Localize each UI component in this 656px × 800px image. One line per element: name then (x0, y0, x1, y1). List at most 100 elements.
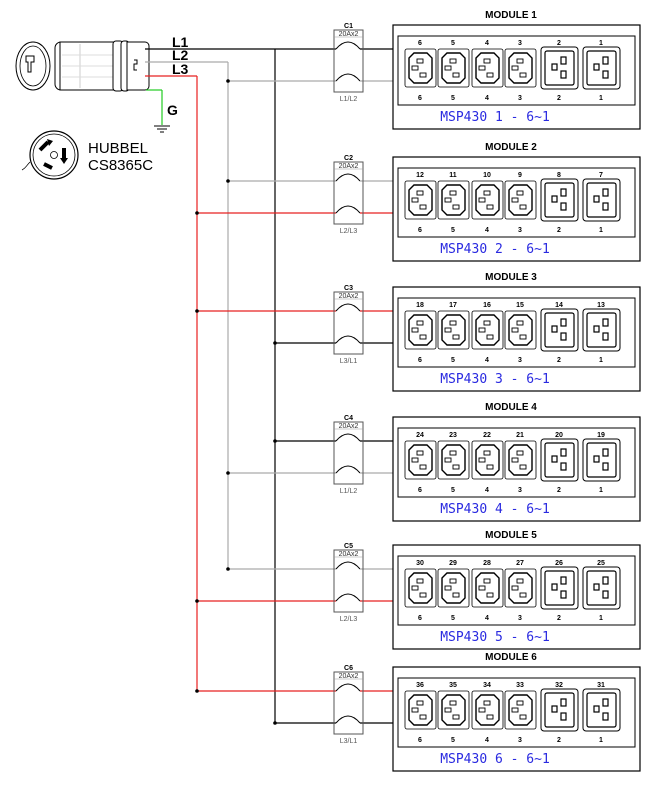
module-caption: MSP430 4 - 6~1 (440, 502, 550, 517)
c19-outlet-icon (582, 46, 621, 90)
outlet-position: 4 (485, 227, 489, 234)
outlet-number: 19 (597, 432, 605, 439)
module-caption: MSP430 2 - 6~1 (440, 242, 550, 257)
plug-face-icon (21, 130, 79, 180)
breaker-rating: 20Ax2 (339, 31, 359, 38)
module-title: MODULE 5 (485, 530, 537, 541)
outlet-number: 36 (416, 682, 424, 689)
c19-outlet-icon (540, 178, 579, 222)
junction-dot (195, 309, 199, 313)
junction-dot (226, 567, 230, 571)
outlet-position: 5 (451, 487, 455, 494)
junction-dot (195, 689, 199, 693)
outlet-position: 3 (518, 227, 522, 234)
outlet-number: 32 (555, 682, 563, 689)
outlet-position: 3 (518, 487, 522, 494)
breaker-phases: L3/L1 (340, 738, 358, 745)
c13-outlet-icon (437, 48, 470, 88)
breaker-phases: L1/L2 (340, 96, 358, 103)
c13-outlet-icon (404, 180, 437, 220)
outlet-position: 3 (518, 737, 522, 744)
c19-outlet-icon (582, 178, 621, 222)
wire-label-l2: L2 (172, 47, 189, 63)
outlet-number: 4 (485, 40, 489, 47)
outlet-number: 10 (483, 172, 491, 179)
outlet-position: 5 (451, 227, 455, 234)
c13-outlet-icon (471, 440, 504, 480)
junction-dot (273, 439, 277, 443)
outlet-position: 4 (485, 357, 489, 364)
outlet-position: 2 (557, 227, 561, 234)
c19-outlet-icon (540, 688, 579, 732)
outlet-number: 27 (516, 560, 524, 567)
c13-outlet-icon (504, 440, 537, 480)
outlet-number: 16 (483, 302, 491, 309)
module-title: MODULE 3 (485, 272, 537, 283)
outlet-position: 5 (451, 357, 455, 364)
outlet-number: 31 (597, 682, 605, 689)
junction-dot (226, 79, 230, 83)
outlet-number: 17 (449, 302, 457, 309)
wire-label-l3: L3 (172, 61, 189, 77)
c13-outlet-icon (471, 310, 504, 350)
outlet-number: 30 (416, 560, 424, 567)
c13-outlet-icon (437, 568, 470, 608)
breaker-contact-icon (335, 73, 361, 82)
outlet-number: 18 (416, 302, 424, 309)
outlet-position: 5 (451, 615, 455, 622)
outlet-position: 2 (557, 357, 561, 364)
outlet-number: 2 (557, 40, 561, 47)
c13-outlet-icon (471, 48, 504, 88)
outlet-number: 3 (518, 40, 522, 47)
outlet-number: 11 (449, 172, 457, 179)
plug-model: CS8365C (88, 157, 153, 174)
breaker-box (333, 161, 364, 225)
breaker-phases: L2/L3 (340, 228, 358, 235)
c13-outlet-icon (437, 690, 470, 730)
module-caption: MSP430 5 - 6~1 (440, 630, 550, 645)
outlet-number: 21 (516, 432, 524, 439)
junction-dot (195, 599, 199, 603)
outlet-position: 1 (599, 357, 603, 364)
outlet-number: 8 (557, 172, 561, 179)
c13-outlet-icon (404, 440, 437, 480)
breaker-rating: 20Ax2 (339, 423, 359, 430)
breaker-name: C3 (344, 285, 353, 292)
breaker-contact-icon (335, 561, 361, 570)
breaker-contact-icon (335, 433, 361, 442)
junction-dot (273, 341, 277, 345)
breaker-name: C2 (344, 155, 353, 162)
outlet-number: 24 (416, 432, 424, 439)
outlet-number: 29 (449, 560, 457, 567)
module-title: MODULE 2 (485, 142, 537, 153)
plug-brand: HUBBEL (88, 140, 148, 157)
c13-outlet-icon (471, 180, 504, 220)
c13-outlet-icon (437, 180, 470, 220)
outlet-position: 6 (418, 95, 422, 102)
breaker-contact-icon (335, 335, 361, 344)
module-caption: MSP430 3 - 6~1 (440, 372, 550, 387)
c13-outlet-icon (437, 440, 470, 480)
module-title: MODULE 6 (485, 652, 537, 663)
c19-outlet-icon (540, 46, 579, 90)
outlet-position: 5 (451, 95, 455, 102)
outlet-position: 2 (557, 737, 561, 744)
outlet-number: 5 (451, 40, 455, 47)
outlet-position: 3 (518, 95, 522, 102)
module-caption: MSP430 1 - 6~1 (440, 110, 550, 125)
outlet-position: 1 (599, 95, 603, 102)
breaker-name: C1 (344, 23, 353, 30)
outlet-position: 6 (418, 737, 422, 744)
c13-outlet-icon (504, 180, 537, 220)
outlet-number: 12 (416, 172, 424, 179)
breaker-box (333, 421, 364, 485)
breaker-rating: 20Ax2 (339, 551, 359, 558)
breaker-phases: L2/L3 (340, 616, 358, 623)
breaker-box (333, 549, 364, 613)
junction-dot (273, 721, 277, 725)
module-caption: MSP430 6 - 6~1 (440, 752, 550, 767)
